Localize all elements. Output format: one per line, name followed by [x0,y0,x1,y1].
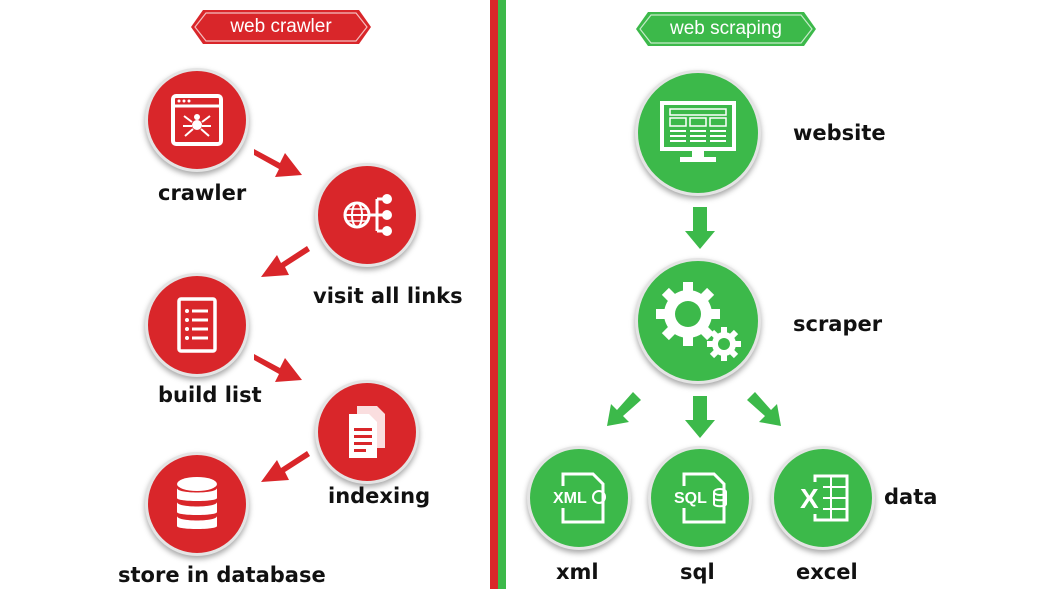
web-scraping-banner: web scraping [636,12,816,46]
data-label: data [884,485,938,509]
sql-file-icon: SQL [672,472,727,524]
build-list-label: build list [158,383,262,407]
database-icon [177,477,217,529]
sql-circle: SQL [648,446,752,550]
arrow-links-to-list [261,246,310,277]
crawler-label: crawler [158,181,247,205]
crawler-circle [145,68,249,172]
arrow-indexing-to-database [261,451,310,482]
visit-all-links-circle [315,163,419,267]
build-list-circle [145,273,249,377]
xml-circle: XML [527,446,631,550]
visit-all-links-label: visit all links [313,284,463,308]
arrow-crawler-to-links [254,149,302,177]
store-in-database-circle [145,452,249,556]
list-document-icon [177,297,217,353]
indexing-label: indexing [328,484,431,508]
sql-icon-text: SQL [674,490,707,507]
web-scraping-title: web scraping [670,18,782,39]
arrow-scraper-to-excel [747,392,781,426]
xml-icon-text: XML [553,490,587,507]
excel-icon-text: X [800,483,819,514]
monitor-website-icon [660,101,736,162]
website-label: website [793,121,886,145]
excel-label: excel [796,560,858,584]
documents-icon [349,406,385,458]
arrow-website-to-scraper [685,207,715,249]
browser-spider-icon [171,94,223,146]
scraper-circle [635,258,761,384]
website-circle [635,70,761,196]
store-in-database-label: store in database [118,563,326,587]
arrow-scraper-to-xml [607,392,641,426]
banner-shape-red [191,10,371,44]
excel-circle: X [771,446,875,550]
gears-icon [656,282,741,361]
globe-network-icon [343,194,392,236]
sql-label: sql [680,560,715,584]
arrow-scraper-to-sql [685,396,715,438]
web-crawler-title: web crawler [230,16,332,37]
indexing-circle [315,380,419,484]
banner-shape-green [636,12,816,46]
xml-file-icon: XML [551,472,606,524]
excel-file-icon: X [797,474,849,522]
scraper-label: scraper [793,312,883,336]
xml-label: xml [556,560,599,584]
section-divider-red [490,0,498,589]
web-crawler-banner: web crawler [191,10,371,44]
arrow-list-to-indexing [254,354,302,382]
section-divider-green [498,0,506,589]
